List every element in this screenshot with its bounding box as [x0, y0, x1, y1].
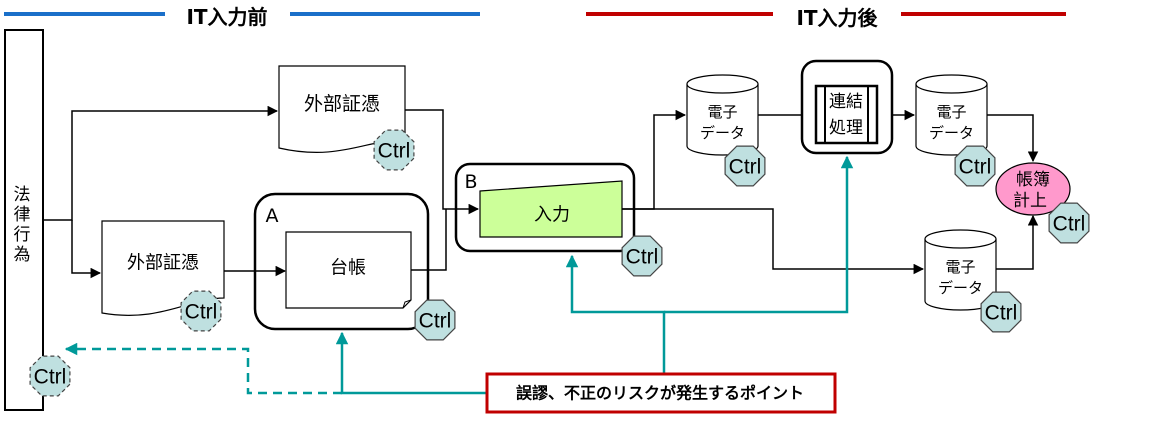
consolidation-process: 連結 処理 [800, 59, 894, 155]
after-header-title: IT入力後 [796, 6, 878, 30]
control-badge: Ctrl [980, 291, 1022, 333]
svg-text:Ctrl: Ctrl [1053, 213, 1086, 236]
octagon-icon [980, 291, 1022, 333]
svg-text:外部証憑: 外部証憑 [304, 93, 380, 115]
risk-arrows [64, 155, 854, 395]
octagon-icon [29, 355, 71, 397]
svg-text:外部証憑: 外部証憑 [127, 253, 199, 274]
octagon-icon [414, 299, 456, 341]
svg-text:Ctrl: Ctrl [985, 302, 1018, 325]
svg-text:連結: 連結 [829, 92, 863, 112]
manual-input-shape [479, 180, 623, 238]
octagon-icon [954, 145, 996, 187]
control-badge: Ctrl [1048, 202, 1090, 244]
svg-text:帳簿: 帳簿 [1016, 170, 1050, 190]
svg-text:データ: データ [938, 279, 983, 297]
octagon-icon [180, 290, 222, 332]
svg-text:為: 為 [14, 245, 31, 265]
svg-text:処理: 処理 [829, 118, 863, 138]
book-entry: 帳簿 計上 [995, 162, 1071, 216]
octagon-icon [724, 145, 766, 187]
svg-text:律: 律 [14, 205, 31, 225]
svg-text:データ: データ [700, 124, 745, 142]
svg-text:法: 法 [14, 185, 31, 205]
svg-text:電子: 電子 [945, 258, 975, 276]
svg-text:台帳: 台帳 [330, 258, 366, 279]
svg-text:Ctrl: Ctrl [378, 140, 411, 163]
svg-text:Ctrl: Ctrl [626, 246, 659, 269]
svg-text:計上: 計上 [1013, 191, 1047, 211]
svg-text:電子: 電子 [707, 103, 737, 121]
control-badge: Ctrl [621, 235, 663, 277]
svg-text:データ: データ [929, 124, 974, 142]
svg-text:誤謬、不正のリスクが発生するポイント: 誤謬、不正のリスクが発生するポイント [516, 384, 804, 403]
svg-text:Ctrl: Ctrl [729, 156, 762, 179]
control-badge: Ctrl [414, 299, 456, 341]
control-badge: Ctrl [180, 290, 222, 332]
svg-text:行: 行 [14, 225, 31, 245]
octagon-icon [1048, 202, 1090, 244]
control-badge: Ctrl [373, 129, 415, 171]
svg-text:A: A [266, 205, 279, 227]
external-document-top: 外部証憑 [278, 65, 406, 153]
flow-arrows [43, 105, 1039, 279]
svg-text:入力: 入力 [534, 205, 570, 226]
ledger-document [285, 231, 412, 309]
svg-text:B: B [464, 171, 477, 193]
box-a: A 台帳 [253, 192, 430, 331]
svg-text:Ctrl: Ctrl [185, 301, 218, 324]
legal-act-label: 法 律 行 為 [14, 185, 31, 265]
svg-text:電子: 電子 [936, 103, 966, 121]
control-badge: Ctrl [724, 145, 766, 187]
svg-text:Ctrl: Ctrl [419, 310, 452, 333]
control-badge: Ctrl [29, 355, 71, 397]
svg-text:Ctrl: Ctrl [959, 156, 992, 179]
box-b: B 入力 [454, 162, 636, 253]
octagon-icon [621, 235, 663, 277]
before-header-title: IT入力前 [186, 5, 267, 29]
svg-text:Ctrl: Ctrl [34, 366, 67, 389]
legal-act-box [4, 29, 44, 411]
octagon-icon [373, 129, 415, 171]
risk-point-box: 誤謬、不正のリスクが発生するポイント [485, 372, 837, 414]
control-badge: Ctrl [954, 145, 996, 187]
